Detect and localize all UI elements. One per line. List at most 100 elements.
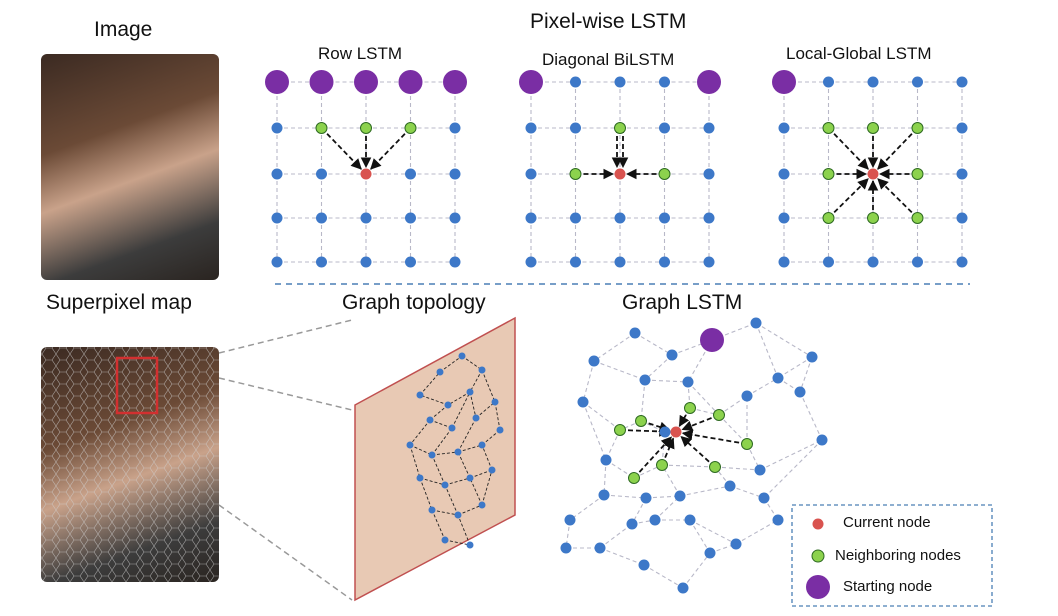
graph-node — [867, 76, 879, 88]
topology-edge — [481, 429, 501, 446]
graph-node — [867, 256, 879, 268]
graph-edge — [605, 429, 621, 461]
graph-node — [570, 122, 581, 134]
message-arrow — [320, 127, 362, 170]
graph-node — [360, 212, 372, 224]
topology-edge — [409, 419, 431, 446]
neighbor-node — [315, 122, 328, 134]
graph-node — [704, 547, 716, 559]
graph-node — [360, 256, 372, 268]
current-node — [670, 426, 682, 438]
graph-edge — [599, 523, 633, 549]
graph-edge — [643, 564, 684, 589]
graph-node — [588, 355, 600, 367]
topology-edge — [444, 477, 471, 486]
neighbor-node — [911, 212, 924, 224]
local-global-lstm-title: Local-Global LSTM — [786, 44, 932, 63]
topology-edge — [431, 454, 446, 486]
legend-neighbor-label: Neighboring nodes — [835, 547, 961, 564]
input-image — [41, 54, 219, 280]
graph-node — [682, 376, 694, 388]
graph-node — [316, 168, 327, 180]
graph-node — [703, 212, 715, 224]
graph-node — [271, 168, 283, 180]
graph-edge — [689, 519, 737, 545]
graph-node — [316, 256, 327, 268]
graph-node — [626, 518, 638, 530]
graph-edge — [654, 495, 681, 521]
graph-node — [754, 464, 766, 476]
topology-edge — [447, 391, 471, 406]
neighbor-node — [360, 122, 372, 134]
graph-node — [449, 256, 461, 268]
graph-edge — [689, 519, 711, 554]
topology-edge — [457, 514, 471, 546]
topology-edge — [429, 404, 449, 421]
neighbor-node — [614, 424, 626, 436]
topology-edge — [419, 371, 441, 396]
graph-node — [778, 256, 790, 268]
graph-node — [912, 256, 923, 268]
topology-edge — [481, 369, 496, 403]
message-arrow — [370, 127, 412, 170]
topology-edge — [409, 444, 433, 456]
superpixel-title: Superpixel map — [46, 291, 192, 314]
graph-node — [600, 454, 612, 466]
topology-edge — [431, 427, 453, 456]
graph-edge — [777, 356, 813, 379]
current-node — [614, 168, 626, 180]
graph-node — [614, 212, 626, 224]
topology-edge — [481, 469, 493, 506]
graph-node — [823, 256, 834, 268]
graph-node — [659, 76, 670, 88]
superpixel-overlay — [41, 347, 219, 582]
graph-edge — [682, 552, 711, 589]
message-arrow — [681, 414, 720, 431]
topology-node — [488, 466, 496, 474]
neighbor-node — [713, 409, 725, 421]
graph-edge — [603, 494, 647, 499]
graph-node — [594, 542, 606, 554]
topology-node — [466, 388, 474, 396]
zoom-line-mid — [218, 377, 353, 411]
neighbor-node — [822, 122, 835, 134]
topology-node — [428, 506, 436, 514]
message-arrow — [680, 435, 716, 468]
diagonal-bilstm-title: Diagonal BiLSTM — [542, 50, 675, 69]
graph-node — [649, 514, 661, 526]
graph-node — [405, 212, 416, 224]
graph-edge — [661, 431, 666, 466]
neighbor-node — [911, 122, 924, 134]
starting-node — [443, 70, 467, 94]
graph-edge — [644, 379, 689, 383]
topology-edge — [409, 444, 421, 479]
topology-edge — [431, 509, 459, 516]
selection-box — [115, 356, 159, 415]
graph-edge — [687, 381, 720, 416]
graph-node — [956, 168, 968, 180]
graph-node — [750, 317, 762, 329]
graph-edge — [582, 401, 621, 431]
graph-node — [640, 492, 652, 504]
topology-edge — [457, 417, 477, 453]
topology-edge — [481, 444, 493, 471]
topology-node — [448, 424, 456, 432]
legend-starting-icon — [806, 575, 830, 599]
topology-node — [491, 398, 499, 406]
starting-node — [700, 328, 724, 352]
graph-node — [659, 256, 670, 268]
graph-node — [778, 168, 790, 180]
graph-node — [614, 76, 626, 88]
topology-edge — [469, 391, 477, 419]
topology-node — [496, 426, 504, 434]
neighbor-node — [822, 212, 835, 224]
message-arrow — [827, 178, 869, 219]
graph-node — [405, 256, 416, 268]
graph-node — [956, 256, 968, 268]
message-arrow — [681, 429, 748, 445]
graph-node — [956, 76, 968, 88]
graph-node — [525, 256, 537, 268]
current-node — [867, 168, 879, 180]
graph-node — [674, 490, 686, 502]
